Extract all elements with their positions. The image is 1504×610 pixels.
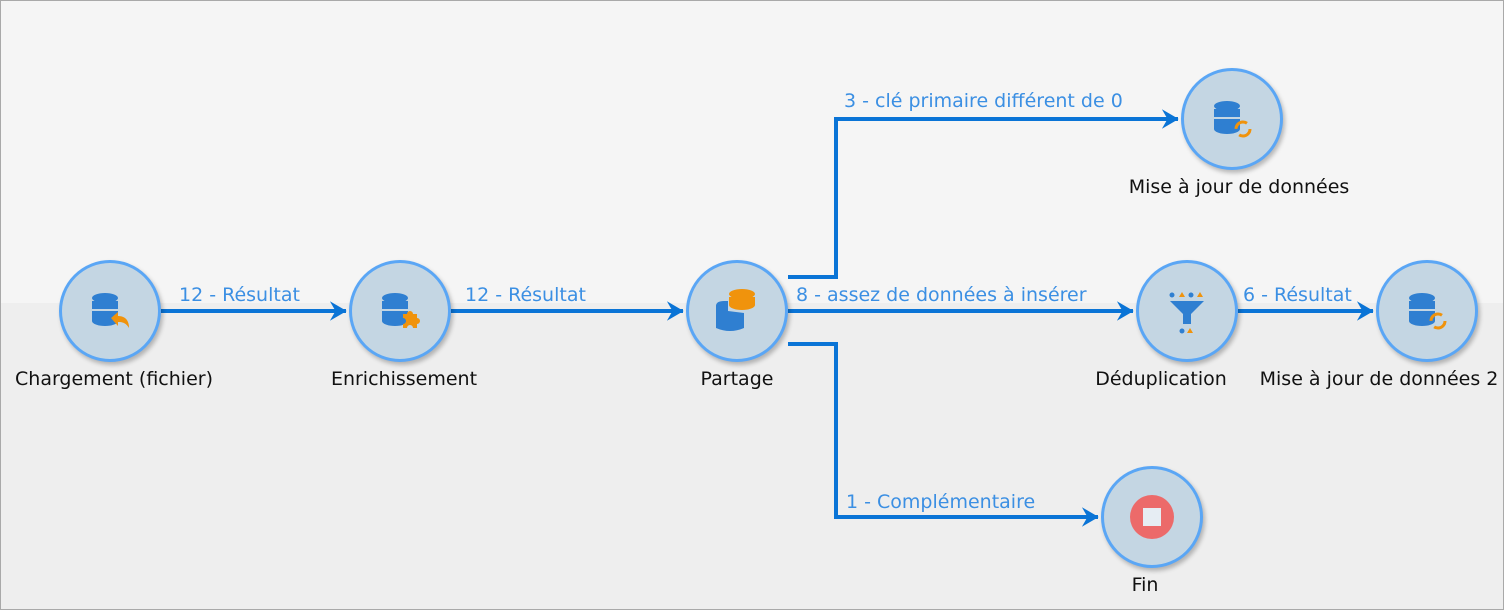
node-mise-a-jour-2[interactable] <box>1376 260 1478 362</box>
node-fin[interactable] <box>1101 466 1203 568</box>
node-label: Partage <box>700 368 774 390</box>
edge-split-end[interactable] <box>788 342 1099 527</box>
node-label: Fin <box>1131 574 1159 596</box>
edge-label: 12 - Résultat <box>465 284 586 306</box>
edge-label: 12 - Résultat <box>179 284 300 306</box>
node-label: Déduplication <box>1095 368 1227 390</box>
database-puzzle-icon <box>382 293 420 328</box>
database-import-icon <box>92 293 129 328</box>
database-refresh-icon <box>1214 101 1252 138</box>
split-database-icon <box>716 289 755 331</box>
node-enrichissement[interactable] <box>349 260 451 362</box>
edge-label: 1 - Complémentaire <box>846 491 1036 513</box>
node-label: Enrichissement <box>330 368 478 390</box>
node-label: Mise à jour de données 2 <box>1259 368 1499 390</box>
node-chargement[interactable] <box>59 260 161 362</box>
database-refresh-icon <box>1409 293 1447 330</box>
node-label: Mise à jour de données <box>1128 176 1350 198</box>
stop-icon <box>1130 495 1174 539</box>
node-mise-a-jour[interactable] <box>1181 68 1283 170</box>
edge-label: 6 - Résultat <box>1243 284 1352 306</box>
edge-label: 8 - assez de données à insérer <box>796 284 1087 306</box>
edge-label: 3 - clé primaire différent de 0 <box>844 90 1123 112</box>
node-deduplication[interactable] <box>1136 260 1238 362</box>
node-label: Chargement (fichier) <box>15 368 213 390</box>
edge-split-update1[interactable] <box>788 109 1179 279</box>
funnel-icon <box>1169 292 1204 334</box>
node-partage[interactable] <box>686 260 788 362</box>
